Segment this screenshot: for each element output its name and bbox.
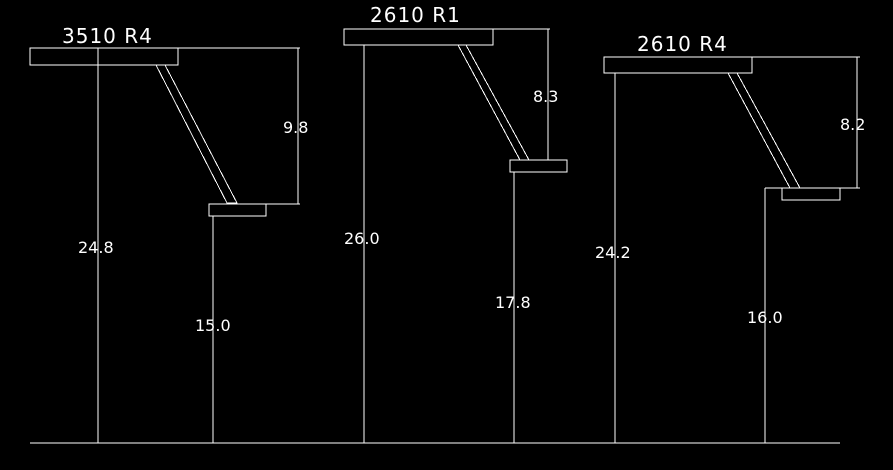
fixture-1: 3510 R4 24.8 9.8 15.0 [29, 24, 308, 443]
fixture-3-diagonal-arm [727, 72, 801, 189]
fixture-2-total-height: 26.0 [344, 229, 380, 248]
fixture-1-title: 3510 R4 [62, 24, 153, 48]
fixture-3-title: 2610 R4 [637, 32, 728, 56]
fixture-3-lower-height: 16.0 [747, 308, 783, 327]
fixture-2-lower-height: 17.8 [495, 293, 531, 312]
fixture-1-total-height: 24.8 [78, 238, 114, 257]
fixture-2-top-plate [343, 28, 494, 46]
fixture-1-arm-height: 9.8 [283, 118, 308, 137]
fixture-2-diagonal-arm [457, 44, 530, 161]
fixture-2-title: 2610 R1 [370, 3, 461, 27]
fixture-2: 2610 R1 26.0 8.3 17.8 [343, 3, 568, 443]
fixture-2-arm-height: 8.3 [533, 87, 558, 106]
fixture-1-lower-height: 15.0 [195, 316, 231, 335]
fixture-1-diagonal-arm [155, 64, 238, 204]
fixture-3-bottom-plate [781, 187, 841, 201]
fixture-3-top-plate [603, 56, 753, 74]
fixture-2-bottom-plate [509, 159, 568, 173]
fixture-3-arm-height: 8.2 [840, 115, 865, 134]
fixture-3-total-height: 24.2 [595, 243, 631, 262]
fixture-1-bottom-plate [208, 203, 267, 217]
fixture-1-top-plate [29, 47, 179, 66]
fixture-3: 2610 R4 24.2 8.2 16.0 [595, 32, 865, 443]
